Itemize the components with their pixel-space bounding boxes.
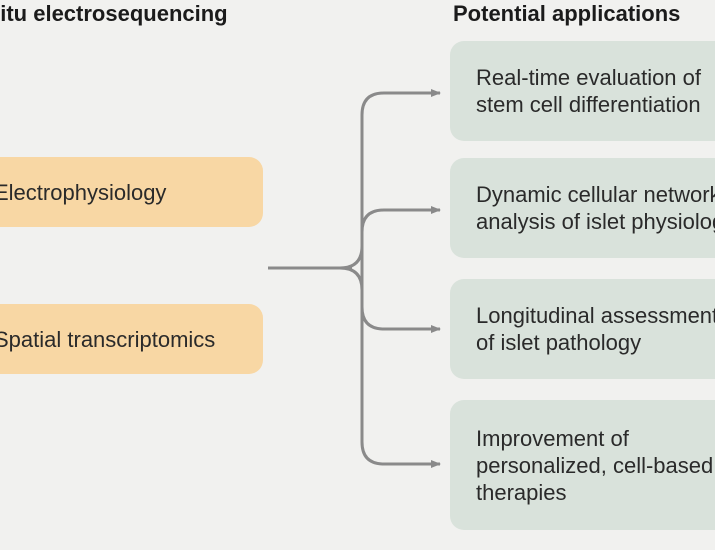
application-line: stem cell differentiation (476, 92, 701, 117)
curve-down (339, 266, 364, 291)
application-line: analysis of islet physiology (476, 209, 715, 234)
application-box-1: Real-time evaluation of stem cell differ… (450, 41, 715, 141)
input-box-electrophysiology: Electrophysiology (0, 157, 263, 227)
arrow-3 (360, 306, 441, 333)
input-box-spatial-transcriptomics: Spatial transcriptomics (0, 304, 263, 374)
application-line: Real-time evaluation of (476, 65, 702, 90)
application-box-3: Longitudinal assessment of islet patholo… (450, 279, 715, 379)
arrow-4 (360, 441, 441, 468)
arrow-1 (360, 89, 441, 116)
left-heading: situ electrosequencing (0, 1, 228, 26)
curve-up (339, 245, 364, 270)
application-line: Dynamic cellular network (476, 182, 715, 207)
application-line: therapies (476, 479, 567, 505)
input-label: Electrophysiology (0, 179, 167, 205)
input-label: Spatial transcriptomics (0, 326, 216, 352)
application-line: of islet pathology (476, 330, 642, 355)
application-line: personalized, cell-based (476, 452, 714, 478)
application-line: Longitudinal assessment (476, 303, 715, 328)
application-box-2: Dynamic cellular network analysis of isl… (450, 158, 715, 258)
arrow-2 (360, 206, 441, 233)
application-box-4: Improvement of personalized, cell-based … (450, 400, 715, 530)
application-line: Improvement of (476, 425, 629, 451)
applications-heading: Potential applications (453, 1, 681, 26)
